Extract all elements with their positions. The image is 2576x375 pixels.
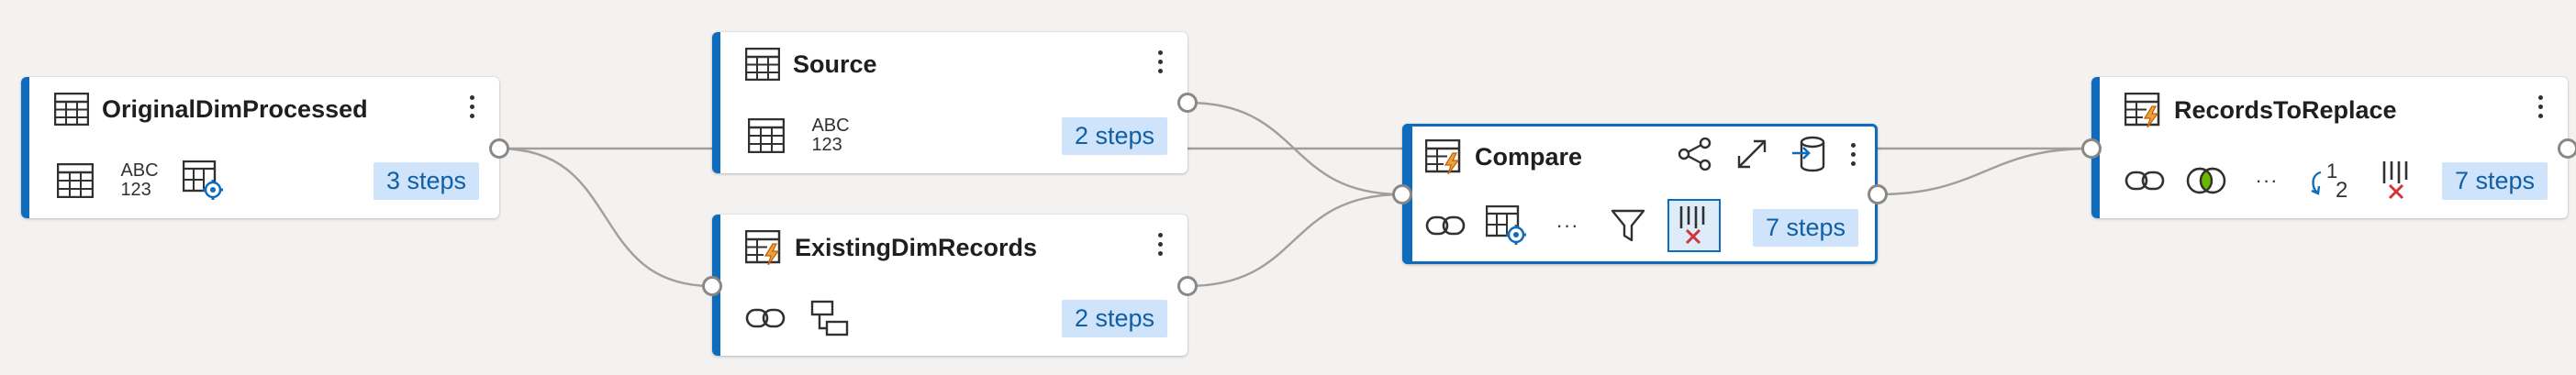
- applied-steps: ··· 1 2: [2124, 160, 2418, 203]
- more-options-button[interactable]: [2531, 88, 2549, 125]
- computed-table-icon: [2124, 93, 2160, 127]
- merge-link-icon[interactable]: [745, 297, 787, 339]
- output-port-source[interactable]: [1177, 93, 1198, 113]
- input-port-existing[interactable]: [702, 276, 722, 296]
- link-existing-to-compare: [1187, 193, 1403, 288]
- card-title: Compare: [1425, 139, 1582, 174]
- database-icon: [1792, 136, 1825, 172]
- filter-icon[interactable]: [1607, 204, 1649, 247]
- remove-columns-icon[interactable]: [2376, 160, 2418, 202]
- transform-columns-icon[interactable]: [1486, 204, 1528, 247]
- card-title: OriginalDimProcessed: [54, 93, 368, 126]
- card-actions: [1677, 136, 1827, 172]
- expand-button[interactable]: [1734, 136, 1770, 172]
- applied-steps: ···: [1425, 199, 1721, 252]
- query-card-records-to-replace[interactable]: RecordsToReplace ··· 1 2 7 steps: [2091, 77, 2568, 218]
- computed-table-icon: [745, 230, 781, 265]
- merge-link-icon[interactable]: [1425, 204, 1467, 247]
- link-compare-to-records: [1877, 147, 2092, 196]
- index-column-icon[interactable]: 1 2: [2306, 160, 2358, 203]
- output-port-original[interactable]: [489, 138, 509, 159]
- query-card-existing-dim-records[interactable]: ExistingDimRecords 2 steps: [712, 215, 1188, 356]
- query-name: RecordsToReplace: [2174, 95, 2397, 124]
- more-options-button[interactable]: [1151, 226, 1169, 262]
- query-name: Source: [793, 50, 877, 78]
- more-options-button[interactable]: [1844, 136, 1862, 172]
- link-original-to-existing: [498, 147, 713, 288]
- share-lineage-button[interactable]: [1677, 136, 1713, 172]
- expand-icon: [1737, 139, 1767, 169]
- table-icon: [54, 93, 89, 126]
- expand-structure-icon[interactable]: [809, 297, 852, 339]
- steps-badge[interactable]: 3 steps: [373, 162, 479, 200]
- more-options-button[interactable]: [1151, 43, 1169, 80]
- steps-badge[interactable]: 7 steps: [2441, 162, 2548, 200]
- more-steps-indicator[interactable]: ···: [2255, 169, 2279, 192]
- remove-columns-icon[interactable]: [1667, 199, 1721, 252]
- data-destination-button[interactable]: [1790, 136, 1827, 172]
- source-table-icon[interactable]: [745, 115, 787, 157]
- more-options-button[interactable]: [463, 88, 481, 125]
- output-port-existing[interactable]: [1177, 276, 1198, 296]
- card-title: RecordsToReplace: [2124, 93, 2397, 127]
- card-title: ExistingDimRecords: [745, 230, 1037, 265]
- transform-columns-icon[interactable]: [183, 160, 225, 202]
- applied-steps: [745, 297, 852, 339]
- steps-badge[interactable]: 7 steps: [1752, 209, 1858, 247]
- table-icon: [745, 48, 780, 81]
- share-nodes-icon: [1678, 138, 1712, 171]
- query-name: Compare: [1475, 142, 1583, 171]
- more-steps-indicator[interactable]: ···: [1556, 214, 1579, 237]
- steps-badge[interactable]: 2 steps: [1061, 300, 1167, 337]
- query-card-compare[interactable]: Compare ··· 7 steps: [1402, 124, 1878, 264]
- join-venn-icon[interactable]: [2185, 160, 2227, 202]
- output-port-records[interactable]: [2558, 138, 2576, 159]
- steps-badge[interactable]: 2 steps: [1061, 117, 1167, 155]
- merge-link-icon[interactable]: [2124, 160, 2167, 202]
- input-port-records[interactable]: [2081, 138, 2102, 159]
- source-table-icon[interactable]: [54, 160, 96, 202]
- computed-table-icon: [1425, 139, 1461, 174]
- link-source-to-compare: [1187, 101, 1403, 196]
- card-title: Source: [745, 48, 877, 81]
- query-name: ExistingDimRecords: [795, 233, 1038, 261]
- query-name: OriginalDimProcessed: [102, 94, 368, 123]
- output-port-compare[interactable]: [1868, 184, 1888, 204]
- input-port-compare[interactable]: [1392, 184, 1412, 204]
